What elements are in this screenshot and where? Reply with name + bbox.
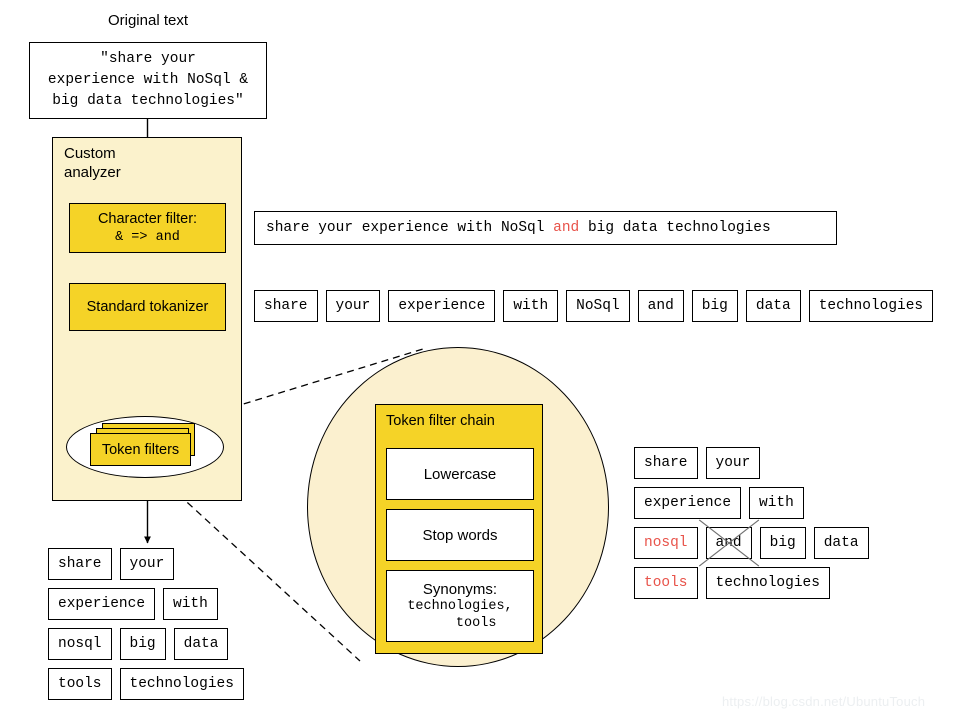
token-row: tools technologies [48,668,244,700]
token-chip-label: tools [644,575,688,591]
token-chip-label: technologies [129,676,234,692]
custom-analyzer-label: Custom analyzer [64,144,174,182]
custom-analyzer-label-line-1: Custom [64,145,116,162]
token-filter-synonyms[interactable]: Synonyms: technologies, tools [386,570,534,642]
token-chip: experience [48,588,156,620]
token-chip: big [691,290,738,322]
original-text-line-1: "share your [100,51,196,67]
token-chip: share [254,290,318,322]
token-chip: with [503,290,559,322]
token-chip: technologies [119,668,244,700]
character-filter-output-box: share your experience with NoSql and big… [254,211,837,245]
token-chip: and [706,527,752,559]
token-chip: share [634,447,698,479]
charfilter-output-after: big data technologies [579,220,771,236]
token-chip-label: NoSql [576,298,620,314]
token-chip: your [119,548,175,580]
original-text-box: "share your experience with NoSql & big … [29,42,267,119]
token-chip-label: experience [58,596,146,612]
token-chip-label: share [644,455,688,471]
token-chip-label: data [183,636,219,652]
token-chip: data [173,628,229,660]
token-chip: data [745,290,801,322]
token-chip-label: with [513,298,549,314]
token-filter-chain-title: Token filter chain [386,413,495,429]
token-filters-label: Token filters [101,441,180,458]
token-chip-label: big [769,535,796,551]
token-chip: nosql [634,527,698,559]
token-chip: tools [48,668,112,700]
token-chip: with [749,487,804,519]
token-chip-label: your [715,455,751,471]
token-chip-label: experience [398,298,486,314]
token-chip: experience [388,290,496,322]
charfilter-output-before: share your experience with NoSql [266,220,554,236]
token-row: nosql and big data [634,527,869,559]
token-chip-label: data [823,535,859,551]
token-filter-stopwords[interactable]: Stop words [386,509,534,561]
token-chip-label: tools [58,676,102,692]
original-text-label: Original text [107,12,189,29]
final-tokens-left-grid: share your experience with nosql big data tools… [48,548,244,700]
standard-tokenizer-box[interactable]: Standard tokanizer [69,283,226,331]
token-chip: big [759,527,806,559]
token-chip-label: big [701,298,728,314]
token-filter-synonyms-label: Synonyms: [422,580,498,598]
token-filter-stopwords-label: Stop words [422,526,498,544]
token-chip-label: your [335,298,371,314]
token-chip-label: technologies [818,298,924,314]
custom-analyzer-label-line-2: analyzer [64,164,121,181]
character-filter-box[interactable]: Character filter: & => and [69,203,226,253]
token-chip-label: share [58,556,102,572]
token-chip-label: nosql [644,535,688,551]
final-tokens-right-grid: share your experience with nosql and big data to… [634,447,869,599]
token-filter-lowercase-label: Lowercase [423,465,497,483]
token-chip-label: technologies [715,575,820,591]
token-chip: technologies [705,567,830,599]
token-row: nosql big data [48,628,244,660]
token-chip-label: share [264,298,308,314]
token-filter-synonyms-value: technologies, tools [407,598,513,631]
token-chip: with [163,588,218,620]
token-chip: experience [634,487,742,519]
token-chip-label: and [715,535,742,551]
token-chip-label: data [755,298,791,314]
character-filter-rule: & => and [115,230,180,245]
token-chip: big [119,628,166,660]
token-filter-lowercase[interactable]: Lowercase [386,448,534,500]
token-chip: share [48,548,112,580]
token-chip-label: nosql [58,636,102,652]
token-chip-label: big [129,636,156,652]
character-filter-title: Character filter: [97,211,198,227]
token-chip-label: your [129,556,165,572]
token-chip-label: and [647,298,674,314]
token-chip: tools [634,567,698,599]
token-row: experience with [48,588,244,620]
token-chip-label: experience [644,495,732,511]
token-chip: your [325,290,381,322]
token-chip: your [705,447,761,479]
token-chip: NoSql [566,290,630,322]
charfilter-output-highlight: and [553,220,580,236]
token-row: experience with [634,487,869,519]
token-filters-card-front[interactable]: Token filters [90,433,191,466]
token-chip-label: with [759,495,794,511]
token-chip: nosql [48,628,112,660]
token-row: tools technologies [634,567,869,599]
token-chip: data [813,527,869,559]
token-chip-label: with [173,596,208,612]
standard-tokenizer-label: Standard tokanizer [86,299,209,315]
watermark-text: https://blog.csdn.net/UbuntuTouch [722,694,926,709]
token-row: share your [48,548,244,580]
original-text-line-2: experience with NoSql & [47,72,249,88]
token-chip: and [637,290,684,322]
tokenizer-output-row: share your experience with NoSql and big data te… [254,290,934,322]
original-text-line-3: big data technologies" [52,93,244,109]
token-row: share your [634,447,869,479]
token-chip: technologies [808,290,934,322]
